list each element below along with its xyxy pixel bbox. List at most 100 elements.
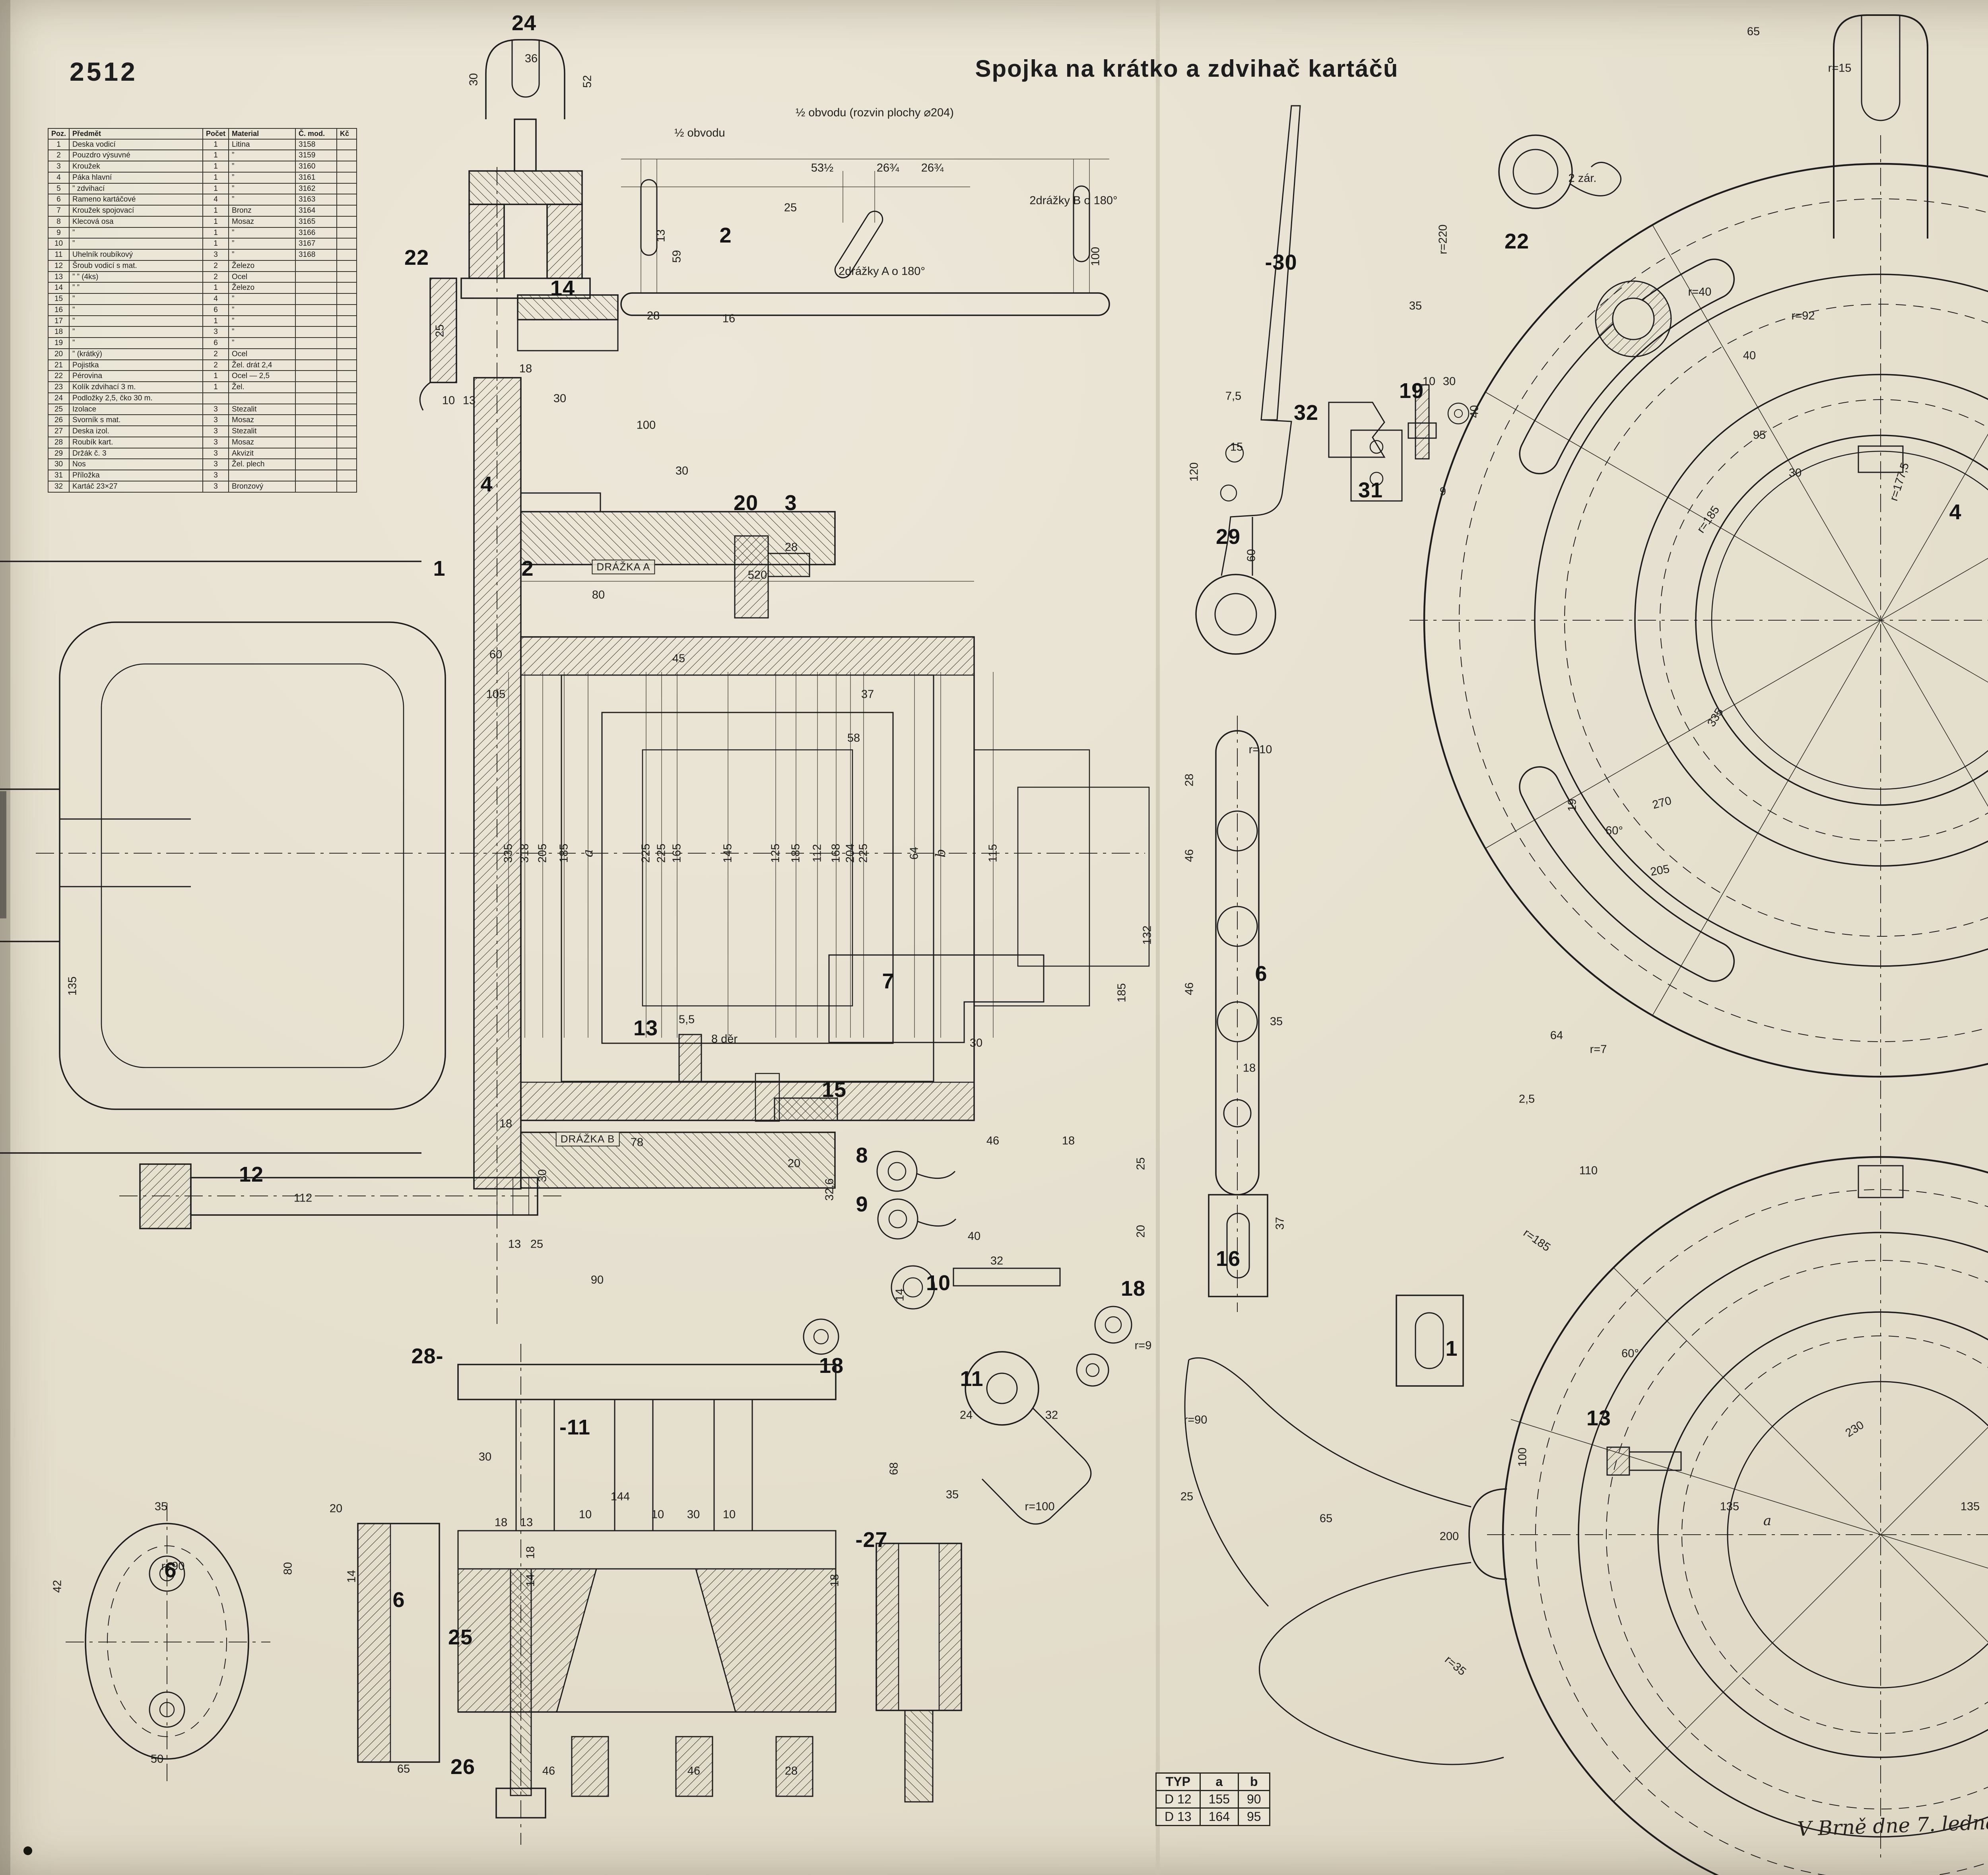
table-cell: ”: [228, 238, 296, 250]
table-cell: 3162: [295, 182, 338, 195]
table-cell: [336, 171, 357, 184]
table-cell: Podložky 2,5, čko 30 m.: [69, 392, 204, 404]
table-cell: 1: [202, 315, 229, 327]
table-cell: Kroužek spojovací: [69, 205, 204, 217]
table-cell: [295, 470, 338, 481]
table-cell: 3: [202, 425, 229, 437]
table-row: 10”1”3167: [47, 238, 357, 250]
table-cell: Deska izol.: [69, 425, 204, 437]
table-cell: Mosaz: [228, 414, 296, 426]
table-cell: 1: [202, 149, 229, 161]
table-cell: [295, 403, 338, 415]
table-cell: ”: [228, 304, 296, 316]
table-cell: [336, 403, 357, 415]
table-cell: ” (krátký): [69, 348, 204, 360]
sleeve-development-view: [620, 179, 1110, 316]
table-row: 16”6”: [47, 304, 357, 316]
table-cell: 28: [47, 436, 70, 448]
table-header-cell: Č. mod.: [295, 128, 338, 140]
table-cell: [336, 271, 357, 283]
table-cell: [336, 238, 357, 250]
table-cell: Pojistka: [69, 359, 204, 371]
table-cell: [295, 447, 338, 460]
table-cell: [295, 392, 338, 404]
table-cell: 31: [47, 470, 70, 481]
table-cell: 23: [47, 381, 70, 393]
table-cell: Železo: [228, 282, 296, 294]
table-cell: Pouzdro výsuvné: [69, 149, 204, 161]
table-cell: Ocel: [228, 348, 296, 360]
table-cell: 3: [202, 458, 229, 470]
table-cell: ”: [69, 293, 204, 305]
table-cell: [295, 348, 338, 360]
table-cell: [336, 205, 357, 217]
table-cell: 3163: [295, 194, 338, 206]
table-cell: [336, 293, 357, 305]
brush-arm-strip-view: [1208, 730, 1464, 1387]
table-header-cell: Počet: [202, 128, 229, 140]
table-cell: Držák č. 3: [69, 447, 204, 460]
table-cell: ”: [69, 304, 204, 316]
table-cell: 3165: [295, 215, 338, 228]
table-cell: 20: [47, 348, 70, 360]
table-cell: 4: [47, 171, 70, 184]
table-cell: [295, 304, 338, 316]
table-cell: [295, 414, 338, 426]
table-cell: [336, 381, 357, 393]
table-cell: [295, 293, 338, 305]
table-cell: [336, 149, 357, 161]
table-cell: [295, 381, 338, 393]
table-cell: 15: [47, 293, 70, 305]
table-cell: [295, 480, 338, 493]
scan-artifacts: [0, 0, 1160, 1875]
table-cell: 6: [202, 304, 229, 316]
table-cell: 2: [202, 260, 229, 272]
table-cell: 2: [202, 271, 229, 283]
table-cell: [336, 182, 357, 195]
table-cell: Izolace: [69, 403, 204, 415]
table-cell: 5: [47, 182, 70, 195]
table-cell: [295, 326, 338, 338]
table-cell: Akvizit: [228, 447, 296, 460]
table-cell: [336, 425, 357, 437]
table-cell: [336, 370, 357, 382]
table-cell: ”: [228, 182, 296, 195]
table-cell: D 13: [1155, 1807, 1201, 1826]
table-cell: 3166: [295, 227, 338, 239]
table-cell: 3: [202, 436, 229, 448]
table-cell: [295, 359, 338, 371]
table-cell: Deska vodicí: [69, 138, 204, 151]
table-cell: [336, 337, 357, 349]
table-cell: ”: [69, 337, 204, 349]
table-cell: Ocel — 2,5: [228, 370, 296, 382]
table-cell: [295, 458, 338, 470]
table-cell: 1: [202, 205, 229, 217]
table-cell: [336, 458, 357, 470]
table-cell: 12: [47, 260, 70, 272]
table-cell: [228, 470, 296, 481]
table-header-cell: TYP: [1155, 1772, 1201, 1791]
table-cell: 164: [1199, 1807, 1239, 1826]
table-cell: [336, 359, 357, 371]
table-header-cell: a: [1199, 1772, 1239, 1791]
table-cell: 14: [47, 282, 70, 294]
table-cell: Žel. plech: [228, 458, 296, 470]
table-row: 15”4”: [47, 293, 357, 305]
table-cell: 3164: [295, 205, 338, 217]
table-cell: 19: [47, 337, 70, 349]
table-cell: [336, 227, 357, 239]
table-header-cell: Předmět: [69, 128, 204, 140]
